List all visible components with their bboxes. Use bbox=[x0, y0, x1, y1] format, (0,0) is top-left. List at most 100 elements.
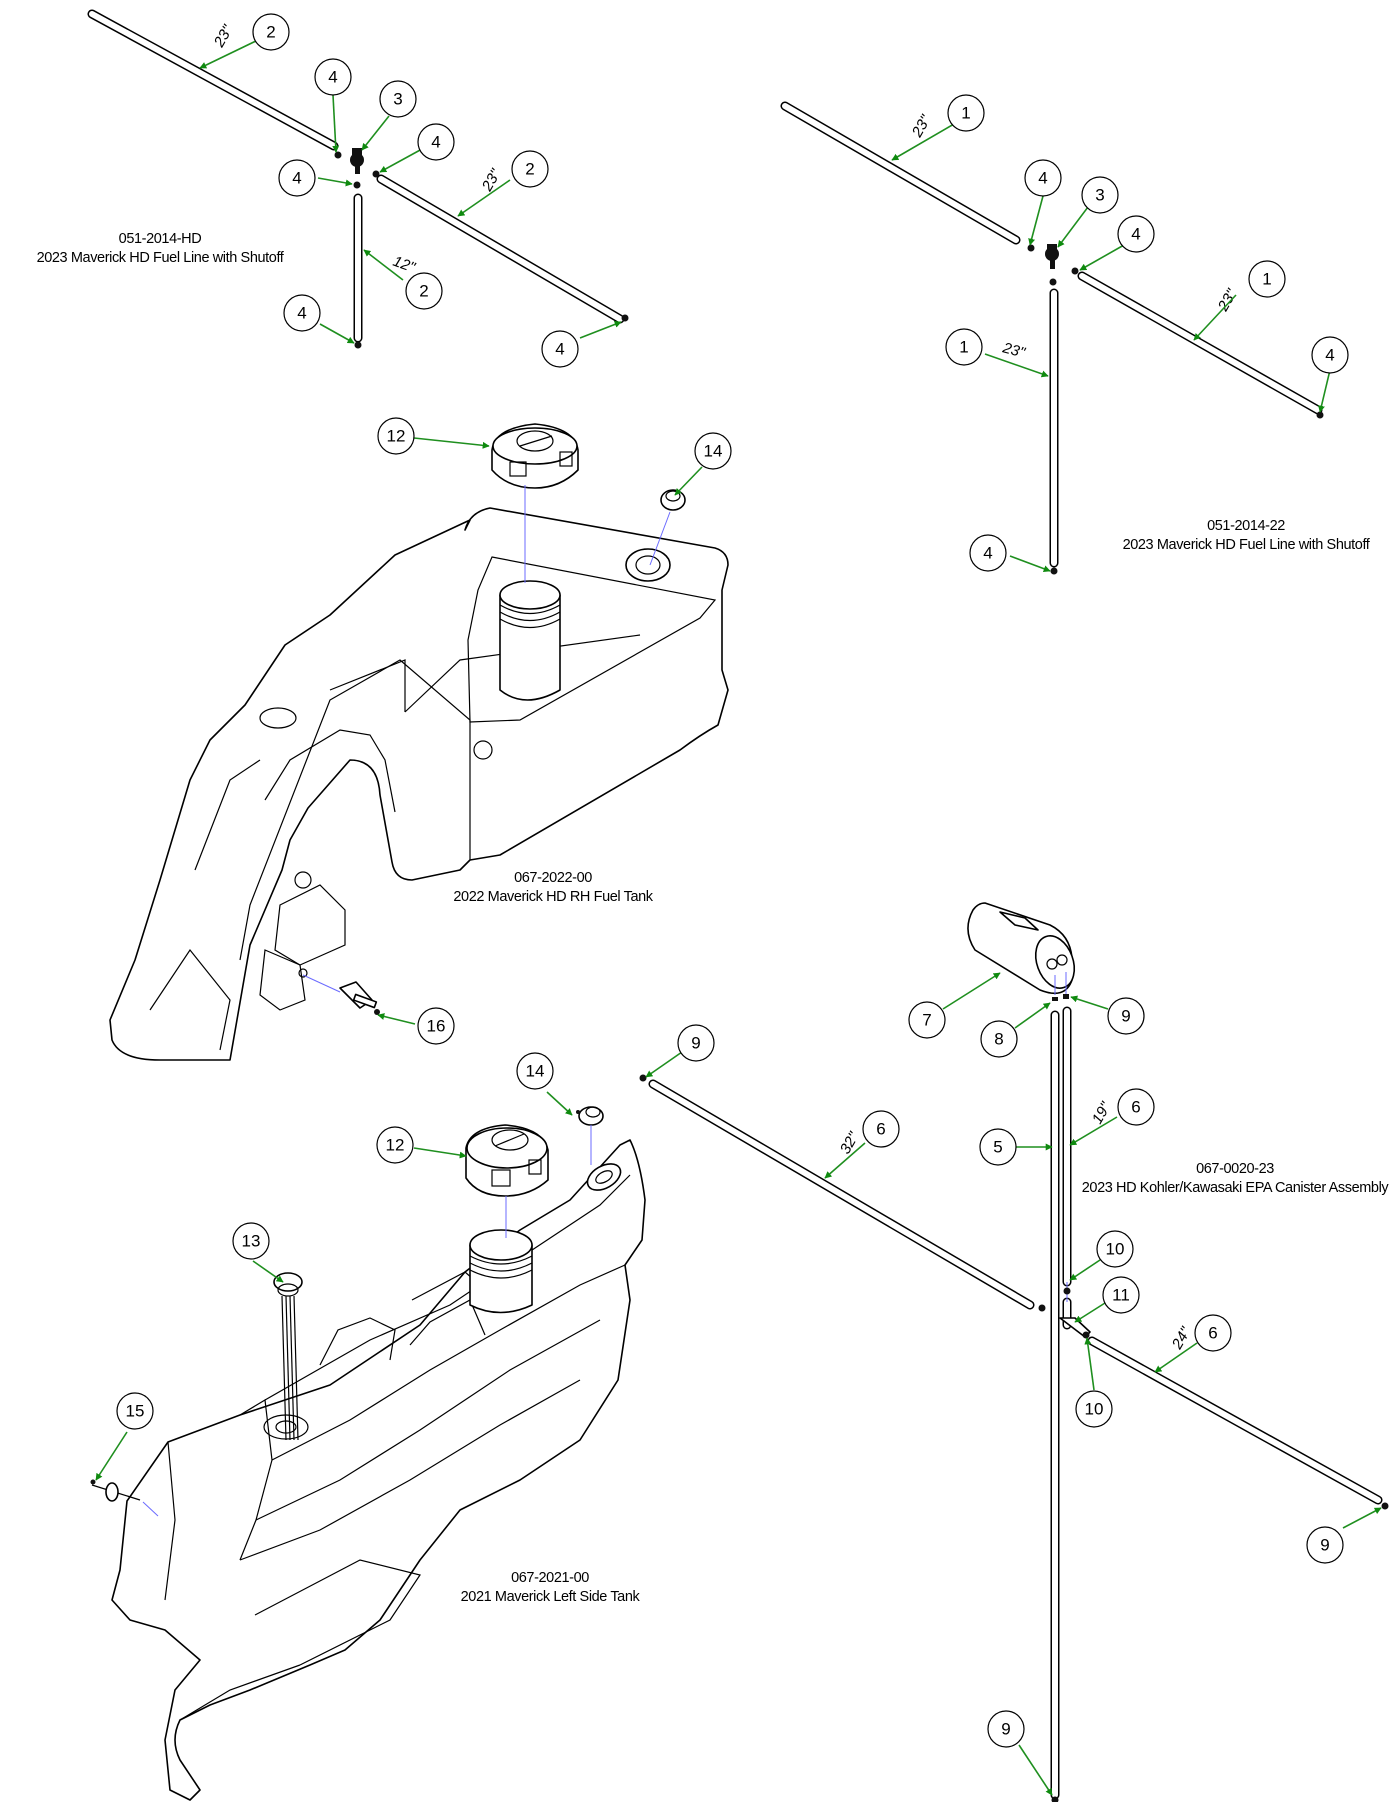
leader-arrow bbox=[1014, 1002, 1051, 1029]
balloon: 4 bbox=[283, 294, 321, 332]
balloon-number: 4 bbox=[297, 304, 306, 323]
leader-arrow bbox=[1028, 195, 1044, 246]
leader-arrow bbox=[377, 1013, 416, 1025]
fuel-cap bbox=[465, 1124, 549, 1197]
balloon: 10 bbox=[1096, 1230, 1134, 1268]
balloon: 8 bbox=[980, 1020, 1018, 1058]
balloon: 1 bbox=[947, 94, 985, 132]
clamp bbox=[1027, 244, 1035, 252]
balloon-number: 14 bbox=[526, 1062, 545, 1081]
balloon: 2 bbox=[511, 150, 549, 188]
balloon-number: 10 bbox=[1106, 1240, 1125, 1259]
dimension-label: 23" bbox=[1214, 286, 1241, 315]
clamp bbox=[1051, 1796, 1059, 1802]
leader-arrow bbox=[579, 321, 622, 339]
balloon-number: 9 bbox=[691, 1034, 700, 1053]
leader-arrow bbox=[824, 1142, 866, 1179]
balloon: 4 bbox=[314, 58, 352, 96]
assembly-guide-line bbox=[649, 511, 671, 566]
leader-arrow bbox=[1009, 555, 1051, 573]
balloon-number: 4 bbox=[431, 133, 440, 152]
balloon: 9 bbox=[677, 1024, 715, 1062]
balloon-number: 5 bbox=[993, 1138, 1002, 1157]
balloon: 6 bbox=[862, 1110, 900, 1148]
balloon-number: 15 bbox=[126, 1402, 145, 1421]
assembly-part-number: 067-2022-00 bbox=[514, 870, 592, 886]
assembly-part-number: 067-2021-00 bbox=[511, 1570, 589, 1586]
balloon-number: 6 bbox=[876, 1120, 885, 1139]
leader-arrow bbox=[1069, 1116, 1118, 1146]
clamp bbox=[1050, 567, 1058, 575]
leader-arrow bbox=[942, 972, 1001, 1010]
balloon-number: 10 bbox=[1085, 1400, 1104, 1419]
balloon-number: 2 bbox=[419, 282, 428, 301]
balloon: 1 bbox=[945, 328, 983, 366]
leader-arrow bbox=[1074, 1302, 1106, 1323]
balloon-number: 4 bbox=[328, 68, 337, 87]
clamp bbox=[1381, 1502, 1389, 1510]
hose-23in-top-left bbox=[87, 9, 339, 151]
balloon-number: 4 bbox=[1325, 346, 1334, 365]
clamp bbox=[354, 341, 362, 349]
balloon: 11 bbox=[1102, 1276, 1140, 1314]
clamp bbox=[1082, 1331, 1090, 1339]
clamp bbox=[334, 151, 342, 159]
shutoff-valve bbox=[1045, 244, 1059, 269]
balloon: 2 bbox=[405, 272, 443, 310]
clamp bbox=[1071, 267, 1079, 275]
hose-32in bbox=[648, 1079, 1035, 1310]
filler-neck bbox=[469, 1229, 533, 1314]
balloon: 10 bbox=[1075, 1390, 1113, 1428]
balloon: 16 bbox=[417, 1007, 455, 1045]
balloon: 4 bbox=[1311, 336, 1349, 374]
clamp bbox=[621, 314, 629, 322]
balloon-number: 8 bbox=[994, 1030, 1003, 1049]
leader-arrow bbox=[252, 1260, 284, 1283]
fuel-fitting bbox=[90, 1479, 141, 1502]
balloon: 6 bbox=[1194, 1314, 1232, 1352]
leader-arrow bbox=[332, 94, 340, 153]
balloon-number: 14 bbox=[704, 442, 723, 461]
balloon-number: 11 bbox=[1112, 1286, 1130, 1305]
assembly-part-number: 051-2014-22 bbox=[1207, 518, 1285, 534]
balloon: 6 bbox=[1117, 1088, 1155, 1126]
leader-arrow bbox=[674, 466, 703, 496]
leader-arrow bbox=[363, 249, 404, 281]
balloon-number: 4 bbox=[983, 544, 992, 563]
leader-arrow bbox=[95, 1431, 128, 1481]
dimension-label: 23" bbox=[210, 22, 237, 51]
leader-arrow bbox=[413, 1147, 467, 1159]
balloon: 14 bbox=[694, 432, 732, 470]
leader-arrow bbox=[1318, 369, 1331, 413]
hose-23in-right bbox=[1077, 271, 1323, 415]
balloon: 4 bbox=[969, 534, 1007, 572]
balloon-number: 1 bbox=[961, 104, 970, 123]
balloon-number: 3 bbox=[393, 90, 402, 109]
leader-arrow bbox=[546, 1091, 573, 1116]
assembly-part-number: 051-2014-HD bbox=[119, 231, 202, 247]
fuel-cap bbox=[491, 423, 579, 489]
leader-arrow bbox=[1057, 206, 1089, 248]
dimension-label: 19" bbox=[1089, 1099, 1115, 1127]
balloon: 13 bbox=[232, 1222, 270, 1260]
leader-arrow bbox=[1193, 294, 1237, 341]
balloon: 12 bbox=[376, 1126, 414, 1164]
balloon: 9 bbox=[1107, 997, 1145, 1035]
balloon-number: 1 bbox=[1262, 270, 1271, 289]
balloon: 4 bbox=[1117, 215, 1155, 253]
balloon: 15 bbox=[116, 1392, 154, 1430]
clamp bbox=[353, 181, 361, 189]
tee-fitting bbox=[1059, 1317, 1091, 1338]
hose-23in-top-left bbox=[780, 101, 1021, 245]
hose-24in bbox=[1087, 1336, 1383, 1505]
balloon-number: 2 bbox=[266, 23, 275, 42]
assembly-part-number: 067-0020-23 bbox=[1196, 1161, 1274, 1177]
balloon: 4 bbox=[1024, 159, 1062, 197]
balloon: 9 bbox=[987, 1710, 1025, 1748]
balloon-number: 12 bbox=[387, 427, 406, 446]
balloon-number: 13 bbox=[242, 1232, 261, 1251]
clamp bbox=[1063, 1287, 1071, 1295]
balloon-number: 4 bbox=[1038, 169, 1047, 188]
leader-arrow bbox=[984, 353, 1049, 378]
